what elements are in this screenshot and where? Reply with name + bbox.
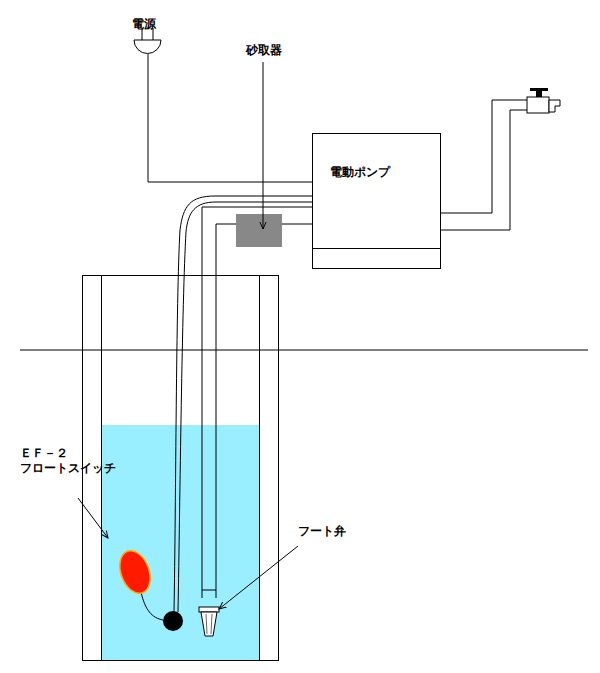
leader-arrow	[219, 546, 298, 609]
faucet	[527, 88, 560, 113]
outlet-pipe	[440, 110, 527, 230]
pump-box: 電動ポンプ	[312, 133, 441, 269]
float-cable	[178, 202, 312, 612]
float-cable	[174, 196, 312, 612]
well-inner-wall	[259, 275, 260, 660]
pump-name: 電動ポンプ	[313, 134, 440, 180]
float-switch-label: ＥＦ－２ フロートスイッチ	[20, 446, 124, 476]
leader-arrow	[78, 498, 108, 538]
sand-trap	[236, 214, 282, 247]
ground-line	[20, 350, 588, 351]
outlet-pipe	[440, 100, 527, 213]
suction-pipe	[216, 224, 312, 598]
sand-trap-label: 砂取器	[246, 43, 282, 58]
pump-base	[312, 248, 440, 249]
power-cord	[148, 54, 312, 182]
leader-arrow	[263, 62, 264, 229]
foot-valve	[199, 607, 219, 636]
float-switch	[114, 547, 155, 598]
float-string	[141, 592, 163, 620]
power-plug	[134, 40, 161, 54]
suction-pipe	[202, 590, 216, 591]
foot-valve-label: フート弁	[298, 524, 346, 539]
float-weight	[163, 611, 183, 631]
suction-pipe	[202, 207, 312, 598]
power-label: 電源	[132, 17, 156, 32]
